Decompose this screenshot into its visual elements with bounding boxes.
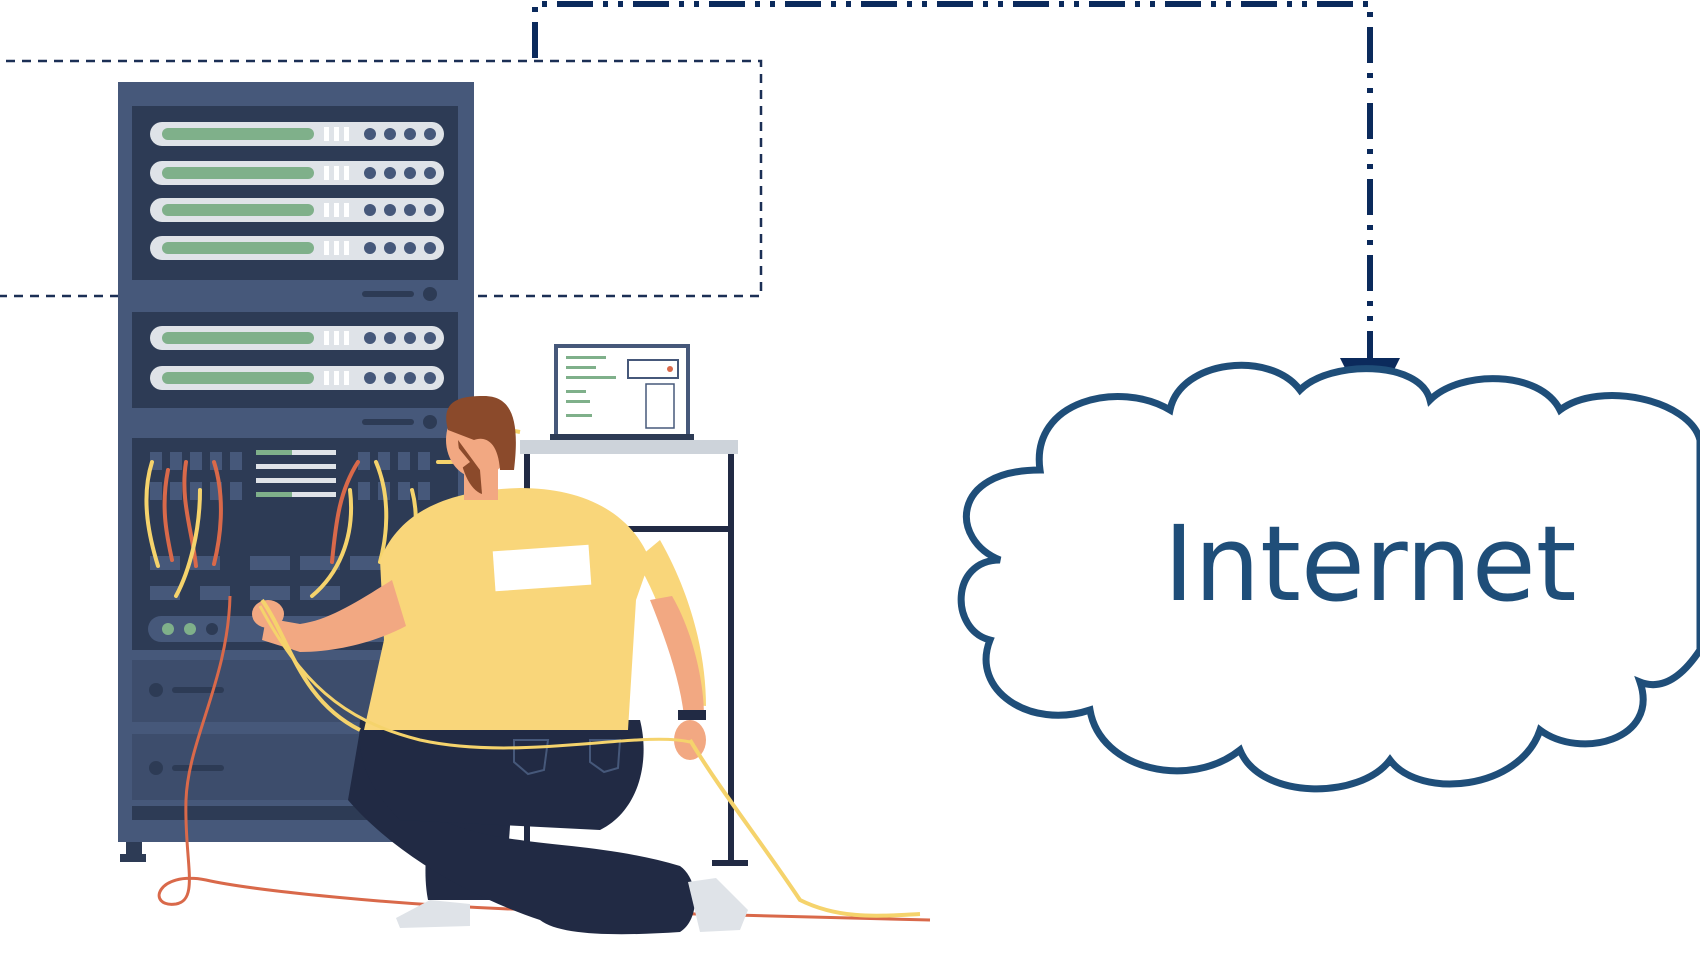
laptop-icon — [550, 344, 694, 440]
server-unit — [150, 198, 444, 222]
server-unit — [150, 161, 444, 185]
technician-icon — [252, 396, 748, 935]
dashed-group-box — [0, 59, 763, 298]
server-unit — [150, 366, 444, 390]
cloud-label: Internet — [1164, 503, 1577, 625]
server-unit — [150, 326, 444, 350]
server-unit — [150, 122, 444, 146]
server-unit — [150, 236, 444, 260]
dashdot-connector-line — [532, 1, 1400, 418]
cloud-icon: Internet — [957, 361, 1700, 793]
